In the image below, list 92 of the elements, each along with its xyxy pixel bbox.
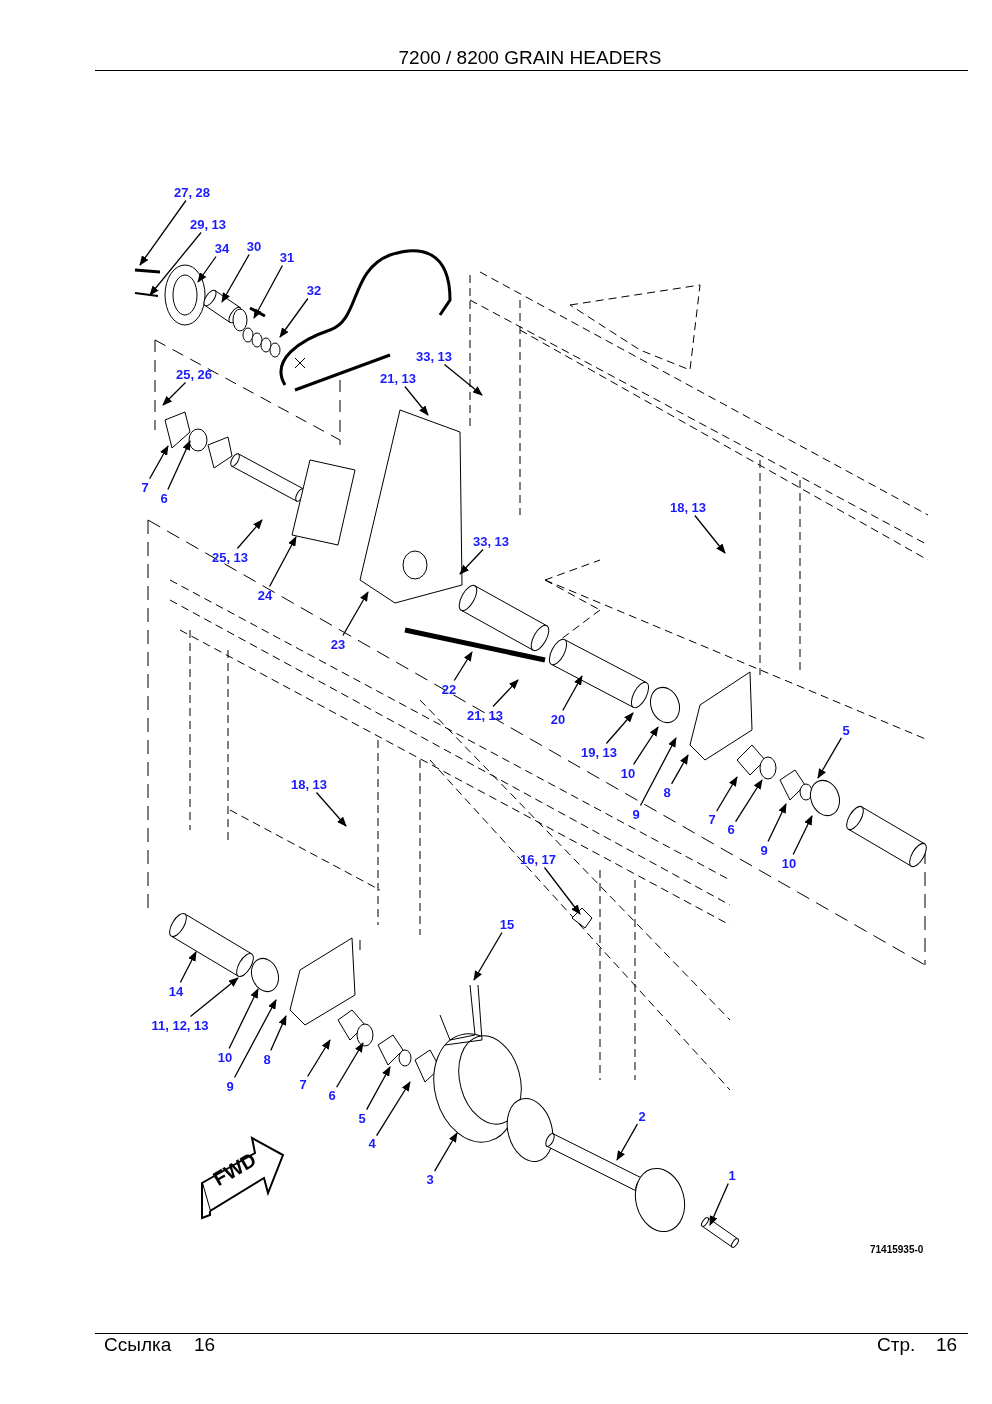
callout-number: 27, 28 (173, 184, 211, 200)
leader-line (149, 231, 202, 296)
callout-number: 4 (368, 1135, 376, 1151)
leader-line (767, 803, 787, 843)
leader-line (404, 385, 429, 416)
callout-number: 25, 13 (211, 549, 249, 565)
callout-number: 25, 26 (175, 366, 213, 382)
leader-line (709, 1182, 729, 1226)
callout-number: 9 (226, 1078, 234, 1094)
leader-line (443, 363, 483, 396)
leader-line (189, 977, 239, 1018)
callout-number: 7 (141, 479, 149, 495)
callout-number: 20 (550, 711, 566, 727)
leader-line (473, 931, 503, 981)
leader-line (694, 514, 726, 554)
leader-line (279, 297, 309, 338)
page-number: 16 (936, 1334, 958, 1356)
leader-line (139, 199, 187, 266)
callout-number: 1 (728, 1167, 736, 1183)
callout-number: 6 (160, 490, 168, 506)
leader-line (616, 1123, 639, 1161)
callout-number: 21, 13 (379, 370, 417, 386)
leader-line (268, 536, 297, 588)
leader-line (639, 737, 677, 807)
callout-number: 7 (708, 811, 716, 827)
callout-number: 3 (426, 1171, 434, 1187)
callout-number: 31 (279, 249, 295, 265)
callout-number: 29, 13 (189, 216, 227, 232)
leader-line (228, 988, 259, 1050)
callout-number: 22 (441, 681, 457, 697)
leader-line (270, 1015, 287, 1052)
leader-line (365, 1066, 391, 1111)
callout-number: 33, 13 (415, 348, 453, 364)
callout-number: 21, 13 (466, 707, 504, 723)
leader-line (197, 255, 217, 283)
page-label: Стр. (877, 1334, 916, 1356)
callout-number: 2 (638, 1108, 646, 1124)
leader-line (433, 1132, 458, 1172)
callout-number: 19, 13 (580, 744, 618, 760)
leader-line (670, 754, 689, 785)
drawing-number: 71415935-0 (870, 1244, 924, 1255)
leader-line (342, 591, 369, 637)
leader-line (221, 253, 250, 303)
callout-number: 11, 12, 13 (151, 1017, 209, 1033)
callout-number: 9 (760, 842, 768, 858)
leader-line (236, 519, 263, 550)
callout-number: 10 (217, 1049, 233, 1065)
leader-line (543, 866, 581, 915)
leader-line (167, 440, 191, 491)
callout-number: 33, 13 (472, 533, 510, 549)
leader-line (605, 712, 634, 745)
leader-line (734, 779, 763, 823)
callout-number: 8 (263, 1051, 271, 1067)
callout-number: 9 (632, 806, 640, 822)
leader-line (632, 726, 659, 766)
leader-line (335, 1042, 364, 1088)
leader-line (253, 264, 284, 319)
callout-number: 14 (168, 983, 184, 999)
leader-line (562, 675, 583, 712)
leader-line (315, 791, 347, 827)
callout-number: 16, 17 (519, 851, 557, 867)
callout-number: 23 (330, 636, 346, 652)
leader-line (306, 1039, 331, 1078)
callout-number: 34 (214, 240, 230, 256)
leader-line (233, 999, 277, 1079)
reference-number: 16 (194, 1334, 216, 1356)
callout-number: 7 (299, 1076, 307, 1092)
leader-line (179, 951, 197, 984)
leader-line (715, 776, 738, 812)
leader-line (453, 651, 473, 682)
leader-line (492, 679, 519, 708)
callout-number: 5 (358, 1110, 366, 1126)
leader-line (148, 445, 169, 480)
leader-line (792, 815, 813, 856)
callout-number: 32 (306, 282, 322, 298)
callout-number: 30 (246, 238, 262, 254)
callout-number: 8 (663, 784, 671, 800)
callout-number: 5 (842, 722, 850, 738)
callout-number: 6 (727, 821, 735, 837)
page-title: 7200 / 8200 GRAIN HEADERS (398, 47, 662, 69)
leader-line (375, 1081, 411, 1137)
callout-number: 15 (499, 916, 515, 932)
leader-line (459, 548, 484, 575)
callout-number: 18, 13 (290, 776, 328, 792)
reference-label: Ссылка (104, 1334, 172, 1356)
leader-line (162, 381, 187, 406)
callout-number: 10 (781, 855, 797, 871)
callout-number: 6 (328, 1087, 336, 1103)
callout-number: 18, 13 (669, 499, 707, 515)
leader-line (817, 737, 843, 779)
callout-number: 24 (257, 587, 273, 603)
callout-number: 10 (620, 765, 636, 781)
